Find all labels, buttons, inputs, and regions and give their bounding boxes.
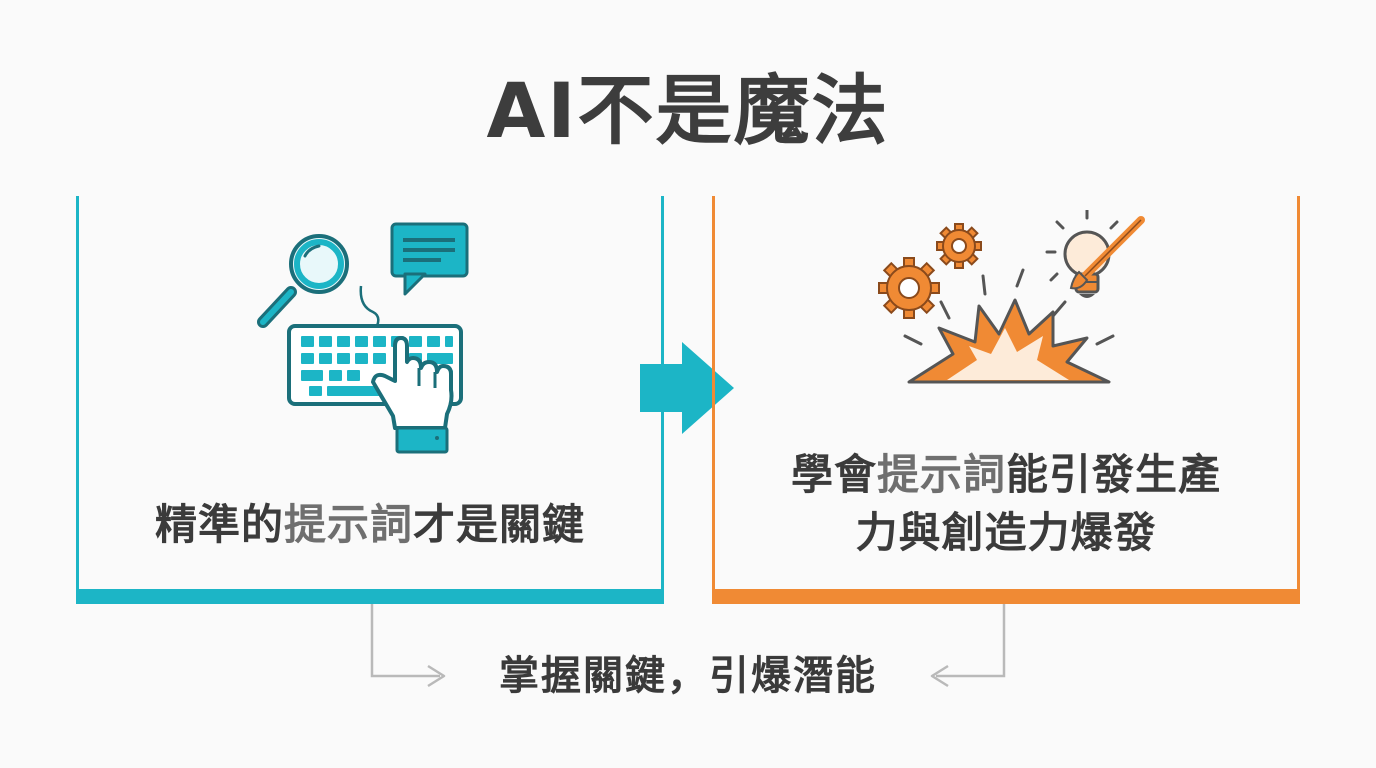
left-panel: 精準的提示詞才是關鍵 bbox=[76, 196, 664, 604]
right-panel-text: 學會提示詞能引發生產 力與創造力爆發 bbox=[715, 446, 1297, 562]
right-text-pre: 學會 bbox=[790, 450, 877, 499]
right-panel: 學會提示詞能引發生產 力與創造力爆發 bbox=[712, 196, 1300, 604]
right-text-highlight: 提示詞 bbox=[876, 450, 1006, 499]
left-connector-arrow-icon bbox=[370, 604, 446, 688]
left-text-pre: 精準的 bbox=[154, 500, 284, 549]
left-text-post: 才是關鍵 bbox=[413, 500, 586, 549]
left-panel-text: 精準的提示詞才是關鍵 bbox=[79, 496, 661, 554]
creativity-illustration-icon bbox=[878, 210, 1145, 384]
right-arrow-icon bbox=[640, 342, 734, 434]
right-text-line1: 學會提示詞能引發生產 bbox=[715, 446, 1297, 504]
right-text-post: 能引發生產 bbox=[1006, 450, 1222, 499]
bottom-slogan: 掌握關鍵，引爆潛能 bbox=[499, 653, 877, 699]
right-connector-arrow-icon bbox=[930, 604, 1006, 688]
gear-icon bbox=[878, 223, 982, 319]
chat-bubble-icon bbox=[390, 222, 469, 296]
magnifier-icon bbox=[257, 234, 349, 328]
paintbrush-icon bbox=[1069, 216, 1145, 290]
typing-illustration-icon bbox=[257, 222, 469, 454]
left-text-highlight: 提示詞 bbox=[283, 500, 413, 549]
explosion-icon bbox=[903, 268, 1115, 384]
right-text-line2: 力與創造力爆發 bbox=[855, 508, 1157, 557]
pointing-hand-icon bbox=[371, 336, 454, 454]
page-title: AI不是魔法 bbox=[486, 66, 890, 155]
